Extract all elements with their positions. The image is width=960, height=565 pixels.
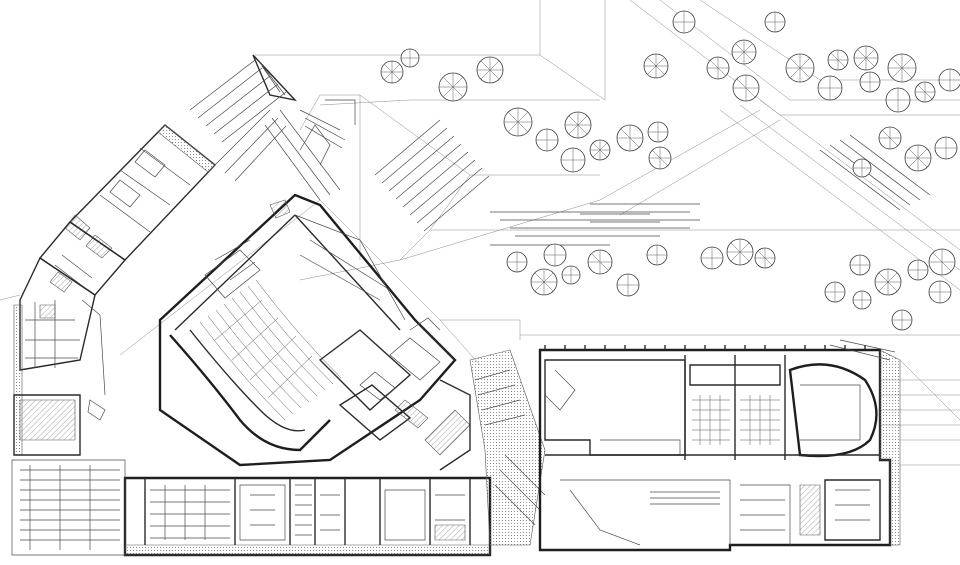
auditorium-seating <box>199 279 342 421</box>
tree-symbol-icon <box>852 290 872 310</box>
classroom-seating <box>692 395 780 445</box>
south-wing <box>123 476 492 557</box>
tree-symbol-icon <box>616 273 640 297</box>
tree-symbol-icon <box>885 87 911 113</box>
tree-symbol-icon <box>587 249 613 275</box>
tree-symbol-icon <box>764 11 786 33</box>
tree-symbol-icon <box>928 248 956 276</box>
tree-symbol-icon <box>438 72 468 102</box>
tree-symbol-icon <box>543 243 567 267</box>
tree-symbol-icon <box>934 136 958 160</box>
tree-symbol-icon <box>560 147 586 173</box>
auditorium-building <box>158 193 471 471</box>
tree-symbol-icon <box>648 146 672 170</box>
tree-symbol-icon <box>891 309 913 331</box>
tree-symbol-icon <box>506 251 528 273</box>
landscape-trees <box>380 10 960 331</box>
tree-symbol-icon <box>646 244 668 266</box>
northwest-wing <box>13 124 217 456</box>
tree-symbol-icon <box>616 124 644 152</box>
tree-symbol-icon <box>643 53 669 79</box>
tree-symbol-icon <box>731 39 757 65</box>
tree-symbol-icon <box>672 10 696 34</box>
tree-symbol-icon <box>853 45 879 71</box>
tree-symbol-icon <box>530 268 558 296</box>
tree-symbol-icon <box>904 144 932 172</box>
tree-symbol-icon <box>726 238 754 266</box>
central-connector <box>469 349 546 546</box>
tree-symbol-icon <box>400 48 420 68</box>
tree-symbol-icon <box>907 259 929 281</box>
tree-symbol-icon <box>503 107 533 137</box>
tree-symbol-icon <box>754 247 776 269</box>
tree-symbol-icon <box>732 74 760 102</box>
tree-symbol-icon <box>785 53 815 83</box>
tree-symbol-icon <box>589 139 611 161</box>
tree-symbol-icon <box>647 121 669 143</box>
entrance-ramps <box>189 54 356 201</box>
tree-symbol-icon <box>938 68 960 92</box>
tree-symbol-icon <box>700 246 724 270</box>
tree-symbol-icon <box>852 158 872 178</box>
tree-symbol-icon <box>564 111 592 139</box>
plaza-paving <box>374 119 931 246</box>
tree-symbol-icon <box>824 281 846 303</box>
tree-symbol-icon <box>827 49 849 71</box>
tree-symbol-icon <box>380 60 404 84</box>
tree-symbol-icon <box>817 75 843 101</box>
tree-symbol-icon <box>887 53 917 83</box>
tree-symbol-icon <box>561 265 581 285</box>
column-grid-icon <box>544 345 866 350</box>
tree-symbol-icon <box>874 268 902 296</box>
tree-symbol-icon <box>849 254 871 276</box>
tree-symbol-icon <box>476 56 504 84</box>
tree-symbol-icon <box>878 126 902 150</box>
tree-symbol-icon <box>914 81 936 103</box>
tree-symbol-icon <box>535 128 559 152</box>
tree-symbol-icon <box>706 56 730 80</box>
southwest-terraces <box>11 399 126 556</box>
site-lines <box>0 0 960 466</box>
tree-symbol-icon <box>859 71 881 93</box>
east-building <box>538 339 901 552</box>
tree-symbol-icon <box>928 280 952 304</box>
